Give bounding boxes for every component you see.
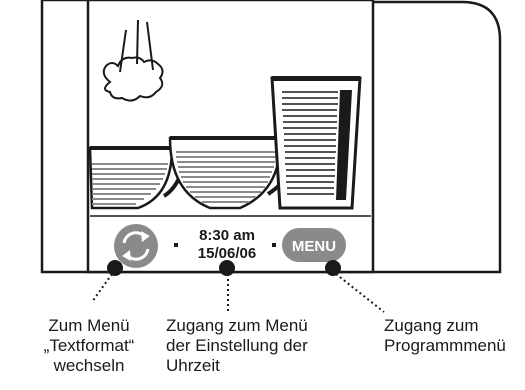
pointer-dot-textformat <box>107 260 123 276</box>
callout-program-menu-line-2: Programmmenü <box>384 336 506 356</box>
leader-line-textformat <box>92 274 112 302</box>
callout-clock-line-2: der Einstellung der <box>166 336 308 356</box>
textformat-button[interactable] <box>114 224 158 268</box>
clock-time[interactable]: 8:30 am <box>185 228 269 244</box>
clock-date[interactable]: 15/06/06 <box>185 246 269 262</box>
menu-button[interactable]: MENU <box>282 228 346 262</box>
callout-program-menu-line-1: Zugang zum <box>384 316 506 336</box>
pointer-dot-clock <box>219 260 235 276</box>
callout-textformat: Zum Menü „Textformat“ wechseln <box>14 316 164 376</box>
callout-clock: Zugang zum Menü der Einstellung der Uhrz… <box>166 316 308 376</box>
menu-button-label: MENU <box>292 238 336 255</box>
pointer-dot-menu <box>325 260 341 276</box>
callout-clock-line-3: Uhrzeit <box>166 356 308 376</box>
glass-tall-icon <box>272 76 360 208</box>
leader-line-menu <box>336 274 384 312</box>
callout-textformat-line-2: „Textformat“ <box>14 336 164 356</box>
callout-clock-line-1: Zugang zum Menü <box>166 316 308 336</box>
callout-textformat-line-1: Zum Menü <box>14 316 164 336</box>
callout-textformat-line-3: wechseln <box>14 356 164 376</box>
callout-program-menu: Zugang zum Programmmenü <box>384 316 506 356</box>
separator-dot-left <box>174 243 178 247</box>
separator-dot-right <box>272 243 276 247</box>
